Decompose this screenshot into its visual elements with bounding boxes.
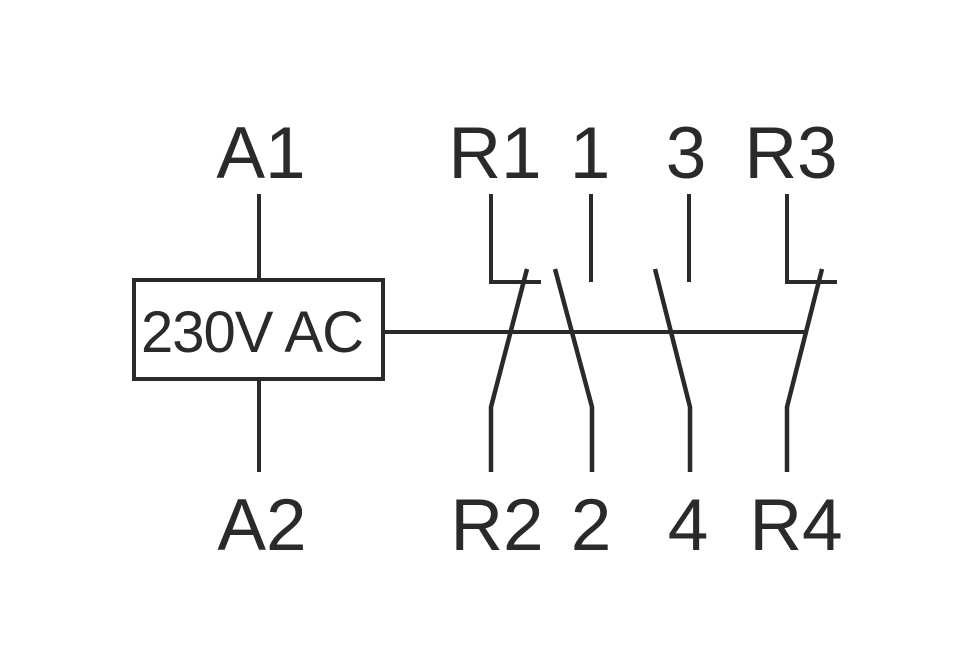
terminal-label-4: 4 (668, 485, 709, 566)
terminal-label-r3: R3 (744, 113, 837, 194)
fixed-contact-r3-lead (785, 194, 837, 284)
terminal-label-3: 3 (666, 113, 707, 194)
terminal-label-2: 2 (571, 485, 612, 566)
terminal-label-a1: A1 (216, 113, 305, 194)
contact-nc-r3-r4: R3 R4 (744, 113, 842, 566)
contact-nc-r1-r2: R1 R2 (448, 113, 543, 566)
moving-contact-r1-r2 (488, 268, 530, 472)
fixed-contact-r1-lead (489, 194, 541, 284)
terminal-label-1: 1 (570, 113, 611, 194)
moving-contact-r3-r4 (784, 268, 825, 472)
moving-contact-1-2 (552, 268, 595, 472)
terminal-label-r4: R4 (749, 485, 842, 566)
terminal-label-a2: A2 (217, 485, 306, 566)
contact-no-1-2: 1 2 (552, 113, 612, 566)
terminal-label-r1: R1 (448, 113, 541, 194)
moving-contact-3-4 (652, 268, 693, 472)
terminal-label-r2: R2 (450, 485, 543, 566)
coil-voltage-label: 230V AC (141, 300, 363, 365)
contact-no-3-4: 3 4 (652, 113, 709, 566)
